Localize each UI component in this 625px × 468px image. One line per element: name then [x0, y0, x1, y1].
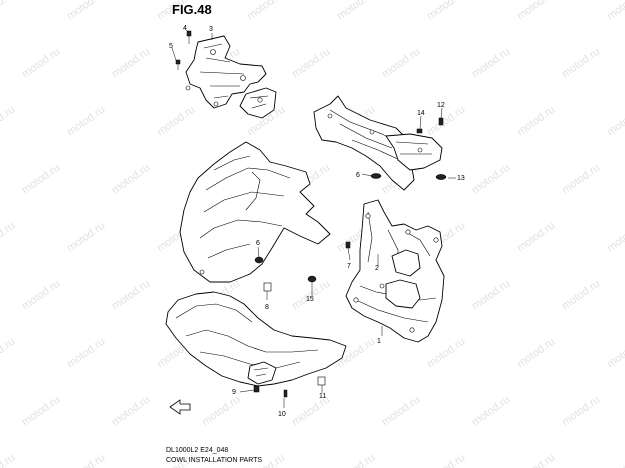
diagram-code: DL1000L2 E24_048 — [166, 447, 228, 454]
watermark-text: motod.ru — [560, 162, 602, 197]
watermark-text: motod.ru — [470, 162, 512, 197]
watermark-text: motod.ru — [110, 46, 152, 81]
callout-13: 13 — [457, 175, 465, 182]
callout-9: 9 — [232, 389, 236, 396]
callout-6-cowl: 6 — [256, 240, 260, 247]
watermark-text: motod.ru — [335, 452, 377, 468]
watermark-text: motod.ru — [515, 0, 557, 22]
watermark-text: motod.ru — [470, 278, 512, 313]
watermark-text: motod.ru — [380, 394, 422, 429]
watermark-text: motod.ru — [0, 0, 17, 22]
watermark-text: motod.ru — [110, 162, 152, 197]
watermark-text: motod.ru — [425, 452, 467, 468]
watermark-text: motod.ru — [425, 336, 467, 371]
callout-6-bracket: 6 — [356, 172, 360, 179]
watermark-text: motod.ru — [425, 0, 467, 22]
callout-12: 12 — [437, 102, 445, 109]
watermark-text: motod.ru — [20, 162, 62, 197]
watermark-text: motod.ru — [515, 220, 557, 255]
watermark-text: motod.ru — [110, 394, 152, 429]
front-cowl — [165, 141, 347, 387]
watermark-text: motod.ru — [560, 394, 602, 429]
watermark-text: motod.ru — [0, 220, 17, 255]
watermark-text: motod.ru — [110, 278, 152, 313]
watermark-text: motod.ru — [20, 46, 62, 81]
fastener-parts-12-13-14 — [416, 117, 447, 180]
watermark-text: motod.ru — [65, 452, 107, 468]
watermark-text: motod.ru — [605, 452, 625, 468]
cowl-stay-frame — [345, 199, 445, 343]
watermark-text: motod.ru — [65, 0, 107, 22]
watermark-text: motod.ru — [335, 0, 377, 22]
upper-bracket — [185, 35, 277, 119]
callout-2: 2 — [375, 265, 379, 272]
callout-15: 15 — [306, 296, 314, 303]
screw-parts-4-5 — [175, 30, 192, 70]
front-arrow-icon — [169, 399, 191, 415]
watermark-text: motod.ru — [0, 452, 17, 468]
watermark-text: motod.ru — [245, 0, 287, 22]
callout-1: 1 — [377, 338, 381, 345]
watermark-text: motod.ru — [470, 46, 512, 81]
callout-4: 4 — [183, 25, 187, 32]
watermark-text: motod.ru — [380, 46, 422, 81]
watermark-text: motod.ru — [470, 394, 512, 429]
callout-7: 7 — [347, 263, 351, 270]
callout-labels: 1 2 3 4 5 6 6 7 8 9 10 11 12 13 14 15 — [169, 25, 465, 418]
watermark-text: motod.ru — [20, 394, 62, 429]
watermark-text: motod.ru — [200, 394, 242, 429]
side-bracket — [313, 95, 443, 191]
watermark-text: motod.ru — [605, 0, 625, 22]
figure-title: FIG.48 — [172, 2, 212, 17]
watermark-text: motod.ru — [425, 104, 467, 139]
watermark-text: motod.ru — [515, 452, 557, 468]
watermark-text: motod.ru — [65, 104, 107, 139]
callout-10: 10 — [278, 411, 286, 418]
watermark-text: motod.ru — [65, 336, 107, 371]
callout-14: 14 — [417, 110, 425, 117]
watermark-text: motod.ru — [560, 278, 602, 313]
callout-5: 5 — [169, 43, 173, 50]
watermark-text: motod.ru — [515, 104, 557, 139]
watermark-text: motod.ru — [515, 336, 557, 371]
callout-11: 11 — [319, 393, 326, 400]
watermark-text: motod.ru — [605, 104, 625, 139]
watermark-text: motod.ru — [20, 278, 62, 313]
watermark-text: motod.ru — [290, 46, 332, 81]
watermark-text: motod.ru — [605, 220, 625, 255]
diagram-caption: COWL INSTALLATION PARTS — [166, 457, 262, 464]
watermark-text: motod.ru — [65, 220, 107, 255]
callout-8: 8 — [265, 304, 269, 311]
callout-3: 3 — [209, 26, 213, 33]
watermark-text: motod.ru — [560, 46, 602, 81]
watermark-text: motod.ru — [155, 104, 197, 139]
watermark-text: motod.ru — [0, 104, 17, 139]
watermark-text: motod.ru — [605, 336, 625, 371]
watermark-text: motod.ru — [0, 336, 17, 371]
leader-lines — [171, 29, 456, 408]
